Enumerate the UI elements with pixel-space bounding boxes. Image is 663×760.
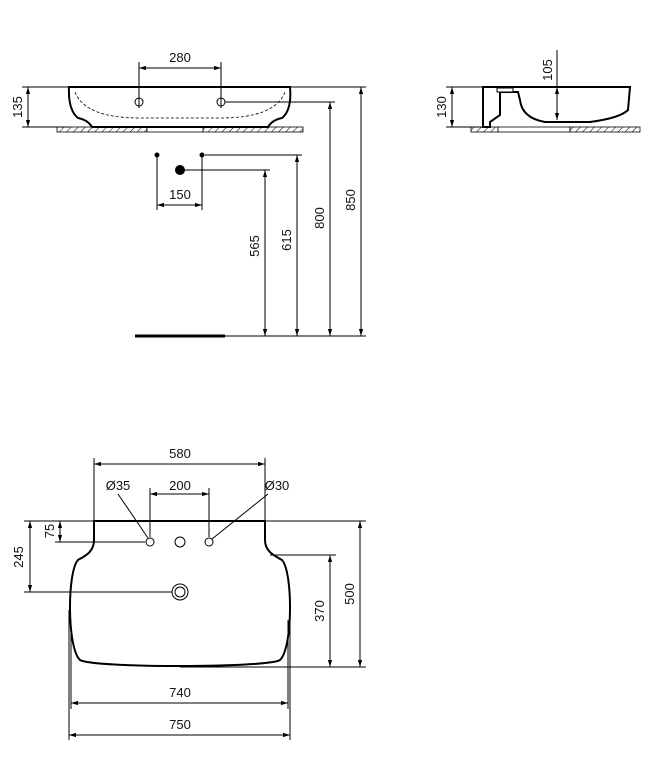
waste-outlet bbox=[175, 165, 185, 175]
dim-75: 75 bbox=[42, 524, 57, 538]
front-view: 280 135 150 565 615 800 850 bbox=[10, 50, 366, 338]
dim-105: 105 bbox=[540, 59, 555, 81]
dim-565: 565 bbox=[247, 235, 262, 257]
dim-dia-35: Ø35 bbox=[106, 478, 131, 493]
dim-130: 130 bbox=[434, 96, 449, 118]
dim-850: 850 bbox=[343, 189, 358, 211]
dim-200: 200 bbox=[169, 478, 191, 493]
hole-right bbox=[204, 537, 214, 547]
dim-dia-30: Ø30 bbox=[265, 478, 290, 493]
dim-370: 370 bbox=[312, 600, 327, 622]
basin-front-outline bbox=[67, 86, 292, 128]
basin-top-outline bbox=[69, 520, 291, 667]
dim-135: 135 bbox=[10, 96, 25, 118]
side-view: 130 105 bbox=[434, 50, 641, 133]
dim-500: 500 bbox=[342, 583, 357, 605]
dim-245: 245 bbox=[11, 546, 26, 568]
dim-800: 800 bbox=[312, 207, 327, 229]
dim-750: 750 bbox=[169, 717, 191, 732]
top-view: 580 200 Ø35 Ø30 75 245 370 500 740 750 bbox=[11, 446, 366, 740]
dim-280: 280 bbox=[169, 50, 191, 65]
dim-580: 580 bbox=[169, 446, 191, 461]
dim-150: 150 bbox=[169, 187, 191, 202]
hole-center bbox=[174, 536, 186, 548]
dim-615: 615 bbox=[279, 229, 294, 251]
hole-left bbox=[145, 537, 155, 547]
dim-740: 740 bbox=[169, 685, 191, 700]
